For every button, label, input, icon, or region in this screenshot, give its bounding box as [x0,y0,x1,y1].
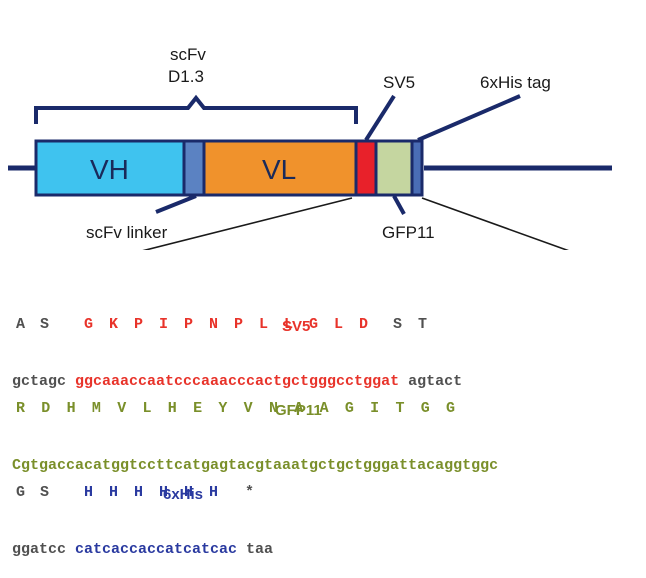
aa-residue: G [84,316,94,333]
aa-residue: G [16,484,26,501]
his-aa-row: G S H H H H H H * [12,483,273,502]
nt-gfp11: Cgtgaccacatggtccttcatgagtacgtaaatgctgctg… [12,457,499,474]
gfp11-label: GFP11 [382,223,435,242]
aa-residue: N [209,316,219,333]
aa-residue: G [420,400,430,417]
aa-residue: H [109,484,119,501]
aa-residue: G [309,316,319,333]
aa-residue: D [41,400,51,417]
aa-residue: G [446,400,456,417]
aa-residue: I [370,400,380,417]
aa-residue: P [184,316,194,333]
nt-right: agtact [408,373,463,390]
linker-label: scFv linker [86,223,168,242]
aa-residue: L [334,316,344,333]
sv5-segment [354,139,378,197]
aa-residue: S [40,316,50,333]
aa-residue: A [319,400,329,417]
aa-residue: S [393,316,403,333]
aa-residue: R [16,400,26,417]
scfv-label-line2: D1.3 [168,67,204,86]
aa-residue: H [84,484,94,501]
aa-residue: N [268,400,278,417]
aa-residue: V [243,400,253,417]
gfp11-nt-row: Cgtgaccacatggtccttcatgagtacgtaaatgctgctg… [12,456,498,475]
aa-residue: L [259,316,269,333]
sv5-pointer [364,94,396,142]
nt-left: gctagc [12,373,67,390]
construct-diagram: VH VL scFv D1.3 SV5 6xHis tag scFv linke… [8,45,612,250]
his-tag-label: 6xHis tag [480,73,551,92]
aa-residue: H [184,484,194,501]
nt-left: ggatcc [12,541,67,558]
his-sequence-block: G S H H H H H H * ggatcc catcaccaccatcatc… [12,445,273,578]
his-tag-segment [410,139,424,197]
scfv-label-line1: scFv [170,45,206,64]
vl-label: VL [262,154,296,185]
aa-residue: Y [218,400,228,417]
aa-residue: T [395,400,405,417]
aa-residue: G [344,400,354,417]
scfv-linker-segment [182,139,206,197]
scfv-brace [34,94,358,124]
aa-residue: H [66,400,76,417]
aa-residue: T [418,316,428,333]
gfp11-aa-row: R D H M V L H E Y V N A A G I T G G [16,399,498,418]
gfp11-pointer [392,195,406,215]
aa-residue: P [234,316,244,333]
his-sequence-name: 6xHis [163,486,204,503]
aa-residue: P [134,316,144,333]
aa-residue: A [294,400,304,417]
nt-his: catcaccaccatcatcac [75,541,238,558]
aa-residue: S [40,484,50,501]
sv5-sequence-block: A S G K P I P N P L L G L D S T gctagc gg… [12,277,462,410]
aa-residue: E [193,400,203,417]
linker-pointer [155,194,197,214]
nt-right: taa [246,541,274,558]
zoom-line-right [421,197,569,250]
his-tag-pointer [417,94,521,142]
aa-residue: D [359,316,369,333]
aa-residue: H [209,484,219,501]
nt-sv5: ggcaaaccaatcccaaacccactgctgggcctggat [75,373,400,390]
aa-residue: H [167,400,177,417]
aa-residue: V [117,400,127,417]
aa-residue: A [16,316,26,333]
his-nt-row: ggatcc catcaccaccatcatcac taa [12,540,273,559]
sv5-nt-row: gctagc ggcaaaccaatcccaaacccactgctgggcctgg… [12,372,462,391]
sv5-label: SV5 [383,73,415,92]
aa-residue: I [159,316,169,333]
zoom-line-left [142,197,353,250]
aa-residue: K [109,316,119,333]
sv5-sequence-name: SV5 [282,318,311,335]
gfp11-sequence-block: R D H M V L H E Y V N A A G I T G G Cgtg… [12,361,498,494]
aa-residue: M [91,400,101,417]
aa-residue: H [134,484,144,501]
vh-label: VH [90,154,129,185]
sv5-aa-row: A S G K P I P N P L L G L D S T [12,315,462,334]
gfp11-sequence-name: GFP11 [275,402,322,419]
aa-residue: H [159,484,169,501]
aa-residue: * [245,484,255,501]
aa-residue: L [142,400,152,417]
aa-residue: L [284,316,294,333]
gfp11-segment [374,139,414,197]
